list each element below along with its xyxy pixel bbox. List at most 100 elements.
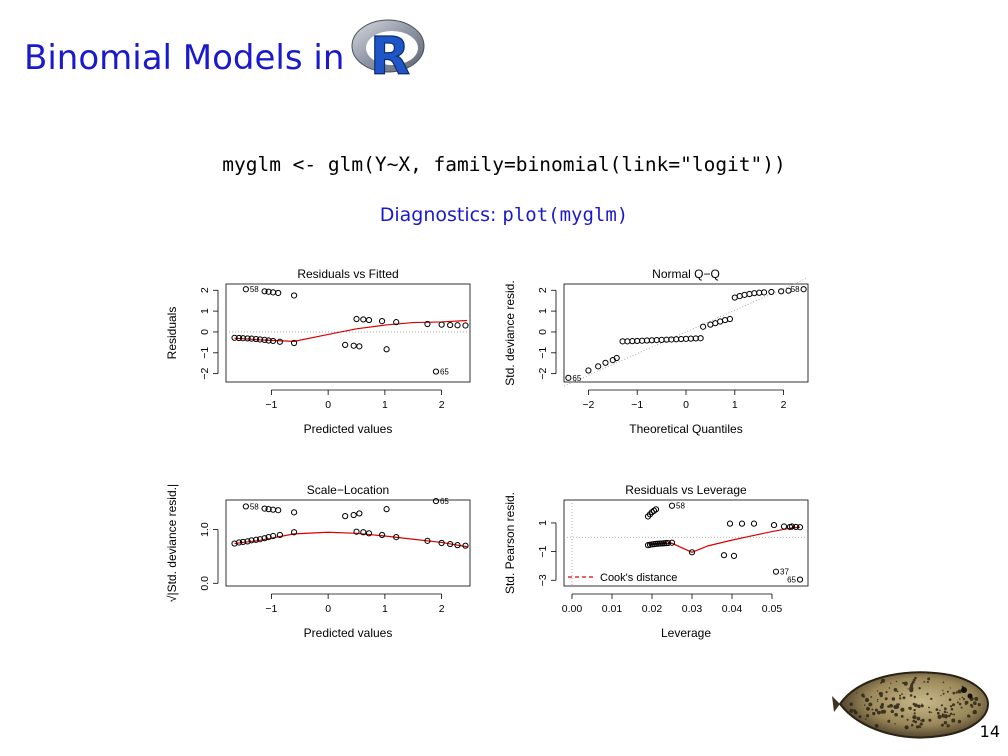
- x-tick-label: 0.04: [722, 603, 743, 615]
- r-logo-letter: R: [370, 27, 410, 80]
- y-tick-label: −3: [537, 574, 549, 586]
- point-label: 65: [572, 374, 581, 383]
- data-point: [585, 367, 592, 374]
- data-point: [660, 540, 668, 547]
- data-point: [462, 322, 469, 329]
- point-label: 65: [440, 497, 449, 506]
- data-point: [726, 315, 734, 323]
- data-point: [342, 513, 349, 520]
- x-tick-label: 2: [781, 399, 787, 411]
- diagnostics-code: plot(myglm): [502, 204, 629, 226]
- code-line: myglm <- glm(Y∼X, family=binomial(link="…: [222, 153, 786, 176]
- data-point: [378, 318, 386, 325]
- data-point: [726, 520, 734, 527]
- data-point: [652, 506, 660, 513]
- r-logo-icon: R: [351, 19, 425, 80]
- data-point: [454, 542, 461, 549]
- data-point: [244, 538, 251, 545]
- data-point: [432, 497, 440, 505]
- x-tick-label: 1: [382, 399, 388, 411]
- data-point: [432, 368, 440, 375]
- data-point: [242, 503, 249, 510]
- data-point: [378, 531, 386, 539]
- data-point: [365, 530, 373, 537]
- x-tick-label: 0: [683, 399, 689, 411]
- chart-title: Normal Q−Q: [652, 267, 720, 281]
- data-point: [248, 335, 255, 342]
- data-point: [454, 322, 461, 329]
- y-tick-label: 1.0: [199, 522, 211, 537]
- data-point: [424, 537, 431, 544]
- data-point: [356, 343, 363, 350]
- point-label: 58: [676, 502, 685, 511]
- data-point: [360, 529, 367, 536]
- data-point: [770, 521, 778, 529]
- data-point: [800, 286, 807, 293]
- data-point: [383, 346, 390, 353]
- x-tick-label: −1: [265, 399, 277, 411]
- chart-title: Scale−Location: [307, 483, 389, 497]
- data-point: [235, 334, 243, 342]
- data-point: [699, 323, 707, 330]
- slide-title: Binomial Models in: [24, 38, 345, 78]
- data-point: [447, 321, 454, 329]
- diagnostics-line: Diagnostics: plot(myglm): [0, 204, 1008, 226]
- data-point: [595, 363, 602, 370]
- data-point: [276, 338, 284, 345]
- x-tick-label: 0.03: [682, 603, 703, 615]
- data-point: [265, 506, 272, 513]
- y-tick-label: −1: [537, 347, 549, 359]
- diagnostics-label: Diagnostics:: [379, 204, 503, 226]
- data-point: [350, 342, 357, 349]
- data-point: [565, 374, 572, 381]
- point-label: 37: [780, 568, 789, 577]
- x-tick-label: 0.01: [602, 603, 623, 615]
- data-point: [342, 341, 349, 348]
- data-point: [602, 359, 609, 366]
- data-point: [772, 568, 780, 575]
- plot-frame: [563, 283, 809, 383]
- data-point: [668, 502, 676, 509]
- data-point: [365, 316, 373, 324]
- y-tick-label: 2: [537, 287, 549, 293]
- y-tick-label: 1: [537, 308, 549, 314]
- plot-frame: [225, 499, 471, 587]
- data-point: [275, 289, 282, 297]
- data-point: [721, 316, 729, 324]
- data-point: [269, 532, 277, 540]
- y-tick-label: 0.0: [199, 576, 211, 591]
- x-axis-label: Predicted values: [304, 422, 393, 436]
- x-tick-label: −2: [582, 399, 594, 411]
- data-point: [664, 539, 672, 547]
- data-point: [424, 320, 431, 328]
- y-tick-label: −1: [199, 347, 211, 359]
- legend-label: Cook's distance: [600, 572, 677, 584]
- x-tick-label: 1: [382, 603, 388, 615]
- reference-line: [563, 277, 809, 387]
- data-point: [265, 288, 272, 295]
- data-point: [248, 537, 255, 544]
- data-point: [438, 321, 445, 328]
- data-point: [730, 552, 738, 559]
- x-tick-label: 0: [325, 603, 331, 615]
- data-point: [741, 291, 748, 298]
- y-tick-label: −1: [537, 545, 549, 557]
- data-point: [778, 288, 785, 295]
- data-point: [746, 290, 753, 298]
- data-point: [438, 539, 445, 547]
- data-point: [393, 533, 400, 541]
- data-point: [235, 539, 243, 546]
- smooth-line: [647, 526, 801, 553]
- data-point: [261, 535, 268, 542]
- x-tick-label: −1: [631, 399, 643, 411]
- x-tick-label: 0.02: [642, 603, 663, 615]
- data-point: [462, 542, 469, 549]
- y-axis-label: Std. Pearson resid.: [503, 492, 517, 594]
- data-point: [276, 531, 284, 539]
- data-point: [350, 511, 357, 519]
- x-tick-label: 0.00: [562, 603, 583, 615]
- data-point: [658, 540, 666, 547]
- y-axis-label: √|Std. deviance resid.|: [165, 484, 179, 602]
- data-point: [750, 520, 758, 527]
